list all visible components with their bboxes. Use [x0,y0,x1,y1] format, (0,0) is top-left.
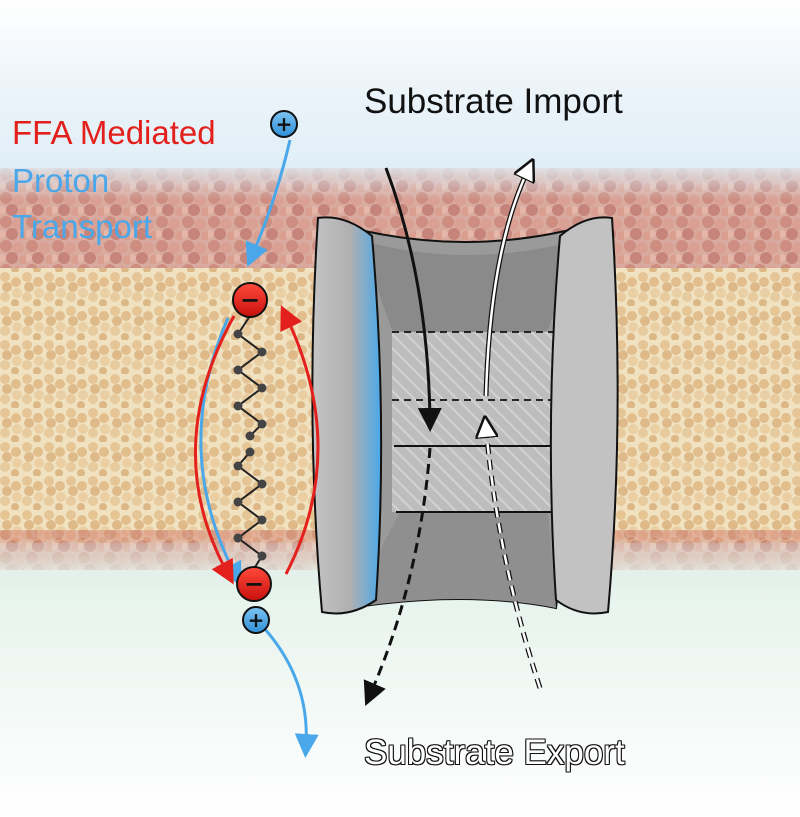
binding-site-region [392,332,558,512]
fatty-acid-chain [233,315,267,573]
lower-fatty-acid-tail [236,451,264,573]
transporter-right-wall [549,216,619,615]
export-arrow [484,170,528,397]
minus-circle-icon: − [236,566,272,602]
ffa-mediated-label: FFA Mediated [12,114,216,151]
proton-exit-arrow [262,627,319,758]
cation-symbol-bottom: + [248,608,265,632]
plus-circle-icon: + [270,110,298,138]
import-arrow [384,167,442,432]
proton-label: Proton [12,162,110,199]
chain-atoms [233,329,267,561]
proton-entry-arrow [245,139,292,268]
upper-fade [0,160,800,200]
cation-symbol-top: + [276,112,293,136]
channel-lower-shade [350,512,556,608]
import-arrow-dashed [363,447,432,707]
anion-symbol-top: − [240,286,260,314]
plus-circle-icon: + [242,606,270,634]
transport-label: Transport [12,208,152,245]
substrate-import-label: Substrate Import [364,82,623,121]
anion-symbol-bottom: − [244,570,264,598]
transporter-left-wall [311,216,383,615]
transporter-protein [311,216,619,615]
export-arrow-dashed [486,428,542,689]
ffa-flip-down-arrow [193,315,236,585]
minus-circle-icon: − [232,282,268,318]
upper-fatty-acid-tail [236,315,264,437]
substrate-export-label: Substrate Export [364,733,625,772]
ffa-flip-up-arrow [280,305,320,575]
